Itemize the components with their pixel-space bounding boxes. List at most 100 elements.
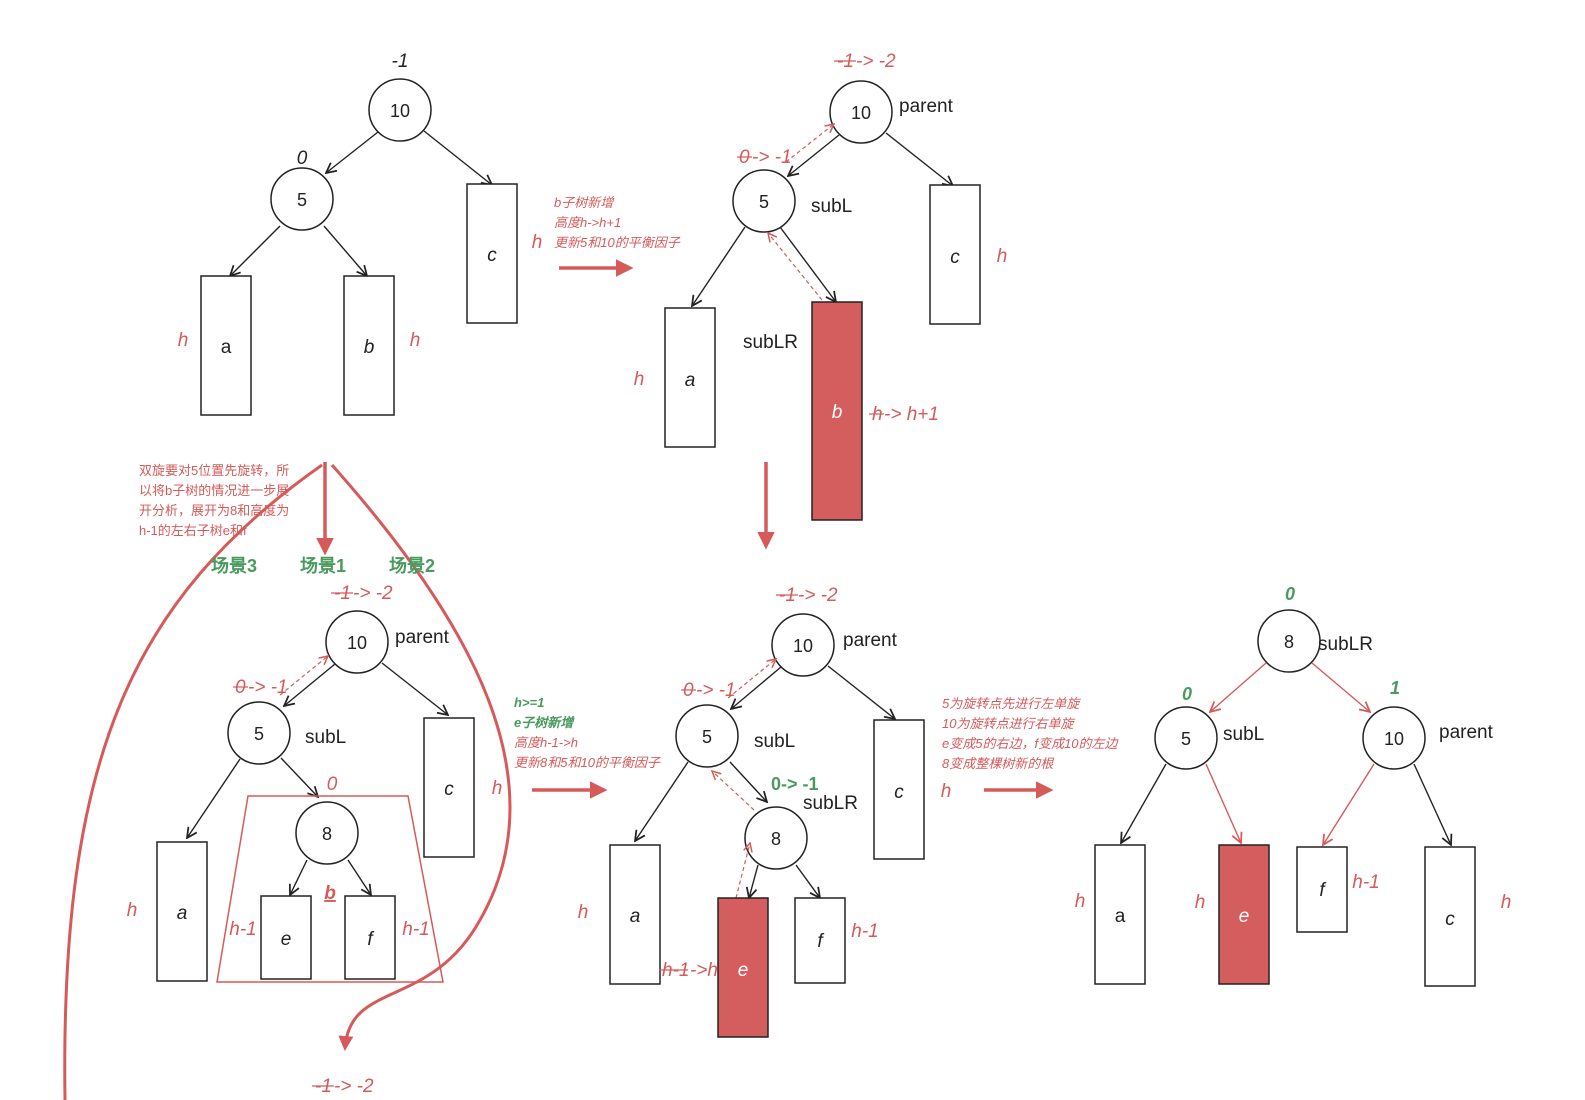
- balance-factor-new: -> -2: [856, 51, 896, 72]
- note-line: 开分析，展开为8和高度为: [139, 503, 289, 518]
- subtree-box-grown: e: [717, 897, 769, 1038]
- pointer-label: subL: [305, 727, 346, 748]
- note-line: 以将b子树的情况进一步展: [139, 483, 289, 498]
- subtree-box: a: [609, 844, 661, 985]
- pointer-label: subL: [811, 196, 852, 217]
- height-label: h-1: [402, 919, 429, 940]
- subtree-label: e: [281, 929, 292, 950]
- subtree-box: a: [664, 307, 716, 448]
- height-label: h: [532, 232, 543, 253]
- height-label: h: [1075, 891, 1086, 912]
- balance-factor-new: -> -2: [334, 1076, 374, 1097]
- height-label: h: [178, 330, 189, 351]
- subtree-label: b: [364, 337, 375, 358]
- subtree-label: b: [324, 883, 336, 904]
- subtree-label: c: [487, 245, 497, 266]
- height-label: h: [127, 900, 138, 921]
- tree-node: 8: [1257, 609, 1321, 673]
- subtree-label: c: [950, 247, 960, 268]
- subtree-label: c: [444, 779, 454, 800]
- tree-node: 10: [368, 78, 432, 142]
- note-line: 8变成整棵树新的根: [942, 756, 1054, 771]
- tree-node: 5: [1154, 706, 1218, 770]
- note-line: e子树新增: [514, 715, 575, 730]
- subtree-box: a: [200, 275, 252, 416]
- subtree-label: f: [1319, 880, 1326, 901]
- subtree-box: c: [929, 184, 981, 325]
- subtree-box: c: [1424, 846, 1476, 987]
- height-label: h-1: [1352, 872, 1379, 893]
- pointer-label: subL: [1223, 724, 1264, 745]
- node-value: 5: [759, 192, 769, 212]
- subtree-label: a: [221, 337, 232, 358]
- note-line: e变成5的右边，f变成10的左边: [942, 736, 1120, 751]
- pointer-label: parent: [395, 627, 450, 648]
- node-value: 10: [793, 636, 813, 656]
- subtree-outline: [216, 795, 444, 983]
- balance-factor-new: -> -1: [752, 147, 792, 168]
- pointer-label: parent: [899, 96, 954, 117]
- pointer-label: subLR: [743, 332, 798, 353]
- node-value: 10: [347, 633, 367, 653]
- tree-node: 8: [295, 801, 359, 865]
- subtree-label: e: [1239, 906, 1250, 927]
- scenario-label: 场景3: [211, 556, 257, 576]
- height-label: h: [941, 781, 952, 802]
- pointer-label: subL: [754, 731, 795, 752]
- subtree-box: f: [344, 895, 396, 980]
- subtree-label: f: [817, 931, 824, 952]
- balance-factor: 0: [327, 774, 338, 795]
- note-line: h>=1: [514, 695, 544, 710]
- height-label: h: [1195, 892, 1206, 913]
- subtree-label: a: [177, 903, 188, 924]
- height-label: h: [1501, 892, 1512, 913]
- balance-factor-new: -> -2: [353, 583, 393, 604]
- height-label: h: [492, 778, 503, 799]
- pointer-label: parent: [1439, 722, 1494, 743]
- node-value: 10: [1384, 729, 1404, 749]
- tree-node: 10: [829, 80, 893, 144]
- subtree-box: f: [794, 897, 846, 984]
- height-label: h: [997, 246, 1008, 267]
- note-line: 高度h->h+1: [554, 215, 621, 230]
- subtree-box: f: [1296, 846, 1348, 933]
- tree-node: 8: [744, 806, 808, 870]
- subtree-box-grown: e: [1218, 844, 1270, 985]
- step3-annotation: 5为旋转点先进行左单旋 10为旋转点进行右单旋 e变成5的右边，f变成10的左边…: [942, 696, 1120, 799]
- subtree-box: e: [260, 895, 312, 980]
- step1-annotation: b子树新增 高度h->h+1 更新5和10的平衡因子: [554, 195, 681, 277]
- height-label: h-1: [851, 921, 878, 942]
- height-new: ->h: [690, 960, 718, 981]
- tree-initial: -1 10 0 5 a b c h h h: [178, 51, 543, 416]
- subtree-box: b: [343, 275, 395, 416]
- node-value: 5: [254, 724, 264, 744]
- height-label: h: [578, 902, 589, 923]
- subtree-label: a: [630, 906, 641, 927]
- subtree-label: c: [894, 782, 904, 803]
- height-label: h-1: [229, 919, 256, 940]
- tree-node: 5: [675, 704, 739, 768]
- scenario-label: 场景1: [300, 556, 346, 576]
- tree-after-e-insert: -1 -> -2 10 parent 0 -> -1 5 subL 0-> -1…: [578, 585, 952, 1038]
- tree-node: 10: [1362, 706, 1426, 770]
- balance-factor: 0: [1285, 584, 1295, 604]
- note-line: 双旋要对5位置先旋转，所: [139, 463, 289, 478]
- tree-node: 5: [732, 169, 796, 233]
- height-label: h: [410, 330, 421, 351]
- double-rotation-note: 双旋要对5位置先旋转，所 以将b子树的情况进一步展 开分析，展开为8和高度为 h…: [139, 463, 289, 538]
- tree-after-b-insert: -1 -> -2 10 parent 0 -> -1 5 subL a b: [634, 51, 1008, 521]
- balance-factor-new: -> -1: [248, 677, 288, 698]
- node-value: 10: [390, 101, 410, 121]
- note-line: 5为旋转点先进行左单旋: [942, 696, 1081, 711]
- tree-b-expanded: -1 -> -2 10 parent 0 -> -1 5 subL 0 8 b: [127, 583, 503, 1097]
- tree-node: 5: [270, 167, 334, 231]
- note-line: b子树新增: [554, 195, 615, 210]
- subtree-box: c: [873, 719, 925, 860]
- subtree-label: f: [367, 929, 374, 950]
- balance-factor-change: 0-> -1: [771, 774, 819, 794]
- node-value: 5: [297, 190, 307, 210]
- balance-factor: -1: [392, 51, 409, 72]
- node-value: 5: [702, 727, 712, 747]
- tree-node: 10: [771, 613, 835, 677]
